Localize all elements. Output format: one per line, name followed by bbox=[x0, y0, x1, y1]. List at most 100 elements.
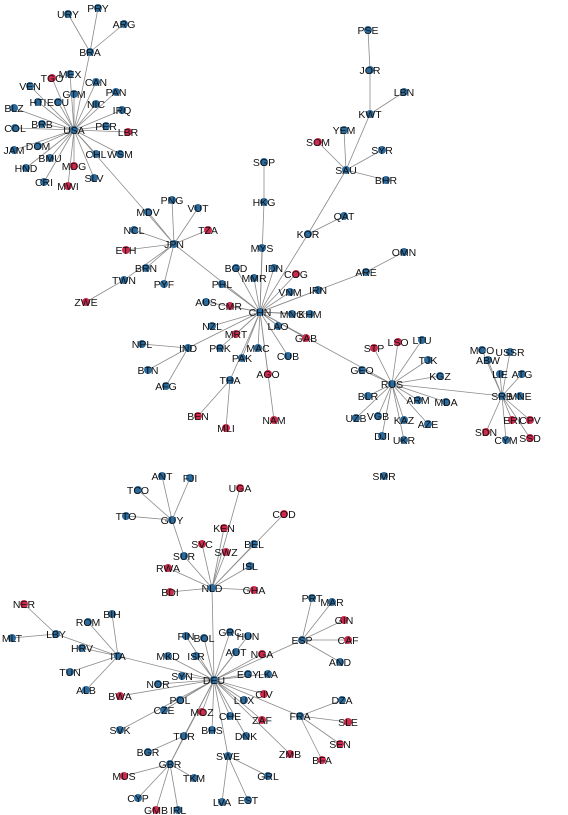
node-marker bbox=[84, 618, 92, 626]
node-mne: MNE bbox=[508, 391, 531, 403]
edge-deu-cze bbox=[163, 679, 215, 711]
node-label: MLT bbox=[2, 633, 23, 645]
node-label: KOR bbox=[297, 229, 320, 241]
edge-jpn-pyf bbox=[163, 243, 175, 285]
node-label: JOR bbox=[360, 65, 381, 77]
node-label: PER bbox=[95, 121, 117, 133]
node-mng: MNG bbox=[280, 309, 305, 321]
node-label: ISL bbox=[242, 561, 258, 573]
node-dnk: DNK bbox=[235, 731, 257, 743]
edge-ind-npl bbox=[141, 343, 189, 349]
node-label: ABW bbox=[476, 355, 500, 367]
node-gin: GIN bbox=[335, 615, 354, 627]
node-label: ZWE bbox=[74, 297, 97, 309]
edge-usa-mwi bbox=[67, 129, 75, 187]
node-marker bbox=[352, 414, 360, 422]
node-marker bbox=[222, 424, 230, 432]
node-label: BWA bbox=[108, 691, 132, 703]
edge-jpn-twn bbox=[123, 243, 175, 281]
edge-usa-ecu bbox=[57, 101, 75, 131]
node-bra: BRA bbox=[79, 47, 101, 59]
node-label: GTM bbox=[62, 89, 85, 101]
edge-rus-ltu bbox=[391, 339, 423, 385]
edge-rus-kgz bbox=[391, 375, 441, 385]
node-marker bbox=[122, 512, 130, 520]
node-marker bbox=[232, 648, 240, 656]
edge-deu-zaf bbox=[213, 679, 263, 721]
node-label: GAB bbox=[295, 333, 317, 345]
edge-srb-sdn bbox=[485, 395, 503, 433]
node-kwt: KWT bbox=[358, 109, 382, 121]
edge-swe-lva bbox=[221, 755, 229, 803]
node-nam: NAM bbox=[262, 415, 285, 427]
edge-twn-zwe bbox=[85, 279, 125, 303]
node-tco: TCO bbox=[127, 485, 149, 497]
node-ner: NER bbox=[13, 599, 36, 611]
node-label: VNM bbox=[278, 287, 301, 299]
node-marker bbox=[226, 376, 234, 384]
node-tgo: TGO bbox=[41, 73, 64, 85]
node-label: WSM bbox=[107, 149, 133, 161]
node-gtm: GTM bbox=[62, 89, 85, 101]
node-rwa: RWA bbox=[156, 563, 180, 575]
node-aze: AZE bbox=[418, 419, 438, 431]
edge-rus-ukr bbox=[391, 383, 405, 441]
node-label: DOM bbox=[26, 141, 51, 153]
node-label: LSO bbox=[387, 337, 408, 349]
node-label: MKD bbox=[156, 651, 180, 663]
node-label: TUN bbox=[59, 667, 81, 679]
node-marker bbox=[258, 650, 266, 658]
node-marker bbox=[202, 298, 210, 306]
node-marker bbox=[270, 416, 278, 424]
node-tza: TZA bbox=[198, 225, 218, 237]
node-marker bbox=[274, 322, 282, 330]
edge-nld-sur bbox=[183, 555, 213, 589]
edge-chn-prk bbox=[219, 311, 261, 349]
node-marker bbox=[400, 416, 408, 424]
node-label: PYF bbox=[154, 279, 174, 291]
edge-layer bbox=[11, 7, 531, 811]
edge-guy-tto bbox=[125, 515, 173, 521]
node-marker bbox=[38, 120, 46, 128]
node-marker bbox=[254, 344, 262, 352]
node-som: SOM bbox=[306, 137, 330, 149]
edge-deu-dnk bbox=[213, 679, 247, 737]
edge-srb-cpv bbox=[501, 395, 531, 421]
node-label: SEN bbox=[329, 739, 351, 751]
edge-rus-uzb bbox=[355, 383, 393, 419]
node-marker bbox=[166, 588, 174, 596]
node-afg: AFG bbox=[155, 381, 177, 393]
node-irl: IRL bbox=[170, 805, 187, 815]
node-label: FRA bbox=[290, 711, 311, 723]
node-label: UZB bbox=[346, 413, 367, 425]
node-marker bbox=[82, 686, 90, 694]
node-label: USSR bbox=[495, 347, 525, 359]
node-marker bbox=[258, 716, 266, 724]
node-ant: ANT bbox=[152, 471, 174, 483]
edge-deu-svk bbox=[119, 679, 215, 731]
edge-fra-dza bbox=[299, 699, 343, 717]
node-marker bbox=[242, 732, 250, 740]
node-marker bbox=[338, 696, 346, 704]
edge-esp-and bbox=[301, 639, 341, 663]
node-label: POL bbox=[169, 695, 190, 707]
node-label: CRI bbox=[35, 177, 53, 189]
node-lbr: LBR bbox=[118, 127, 139, 139]
node-marker bbox=[288, 310, 296, 318]
node-label: ARE bbox=[355, 267, 377, 279]
node-marker bbox=[144, 208, 152, 216]
node-label: CYM bbox=[494, 435, 517, 447]
edge-rus-aze bbox=[391, 383, 429, 425]
node-label: USA bbox=[63, 125, 85, 137]
node-bih: BIH bbox=[103, 609, 121, 621]
edge-nld-rwa bbox=[167, 567, 213, 589]
edge-usa-irq bbox=[73, 109, 123, 131]
node-label: COL bbox=[4, 123, 26, 135]
node-marker bbox=[526, 416, 534, 424]
node-pry: PRY bbox=[87, 3, 108, 15]
edge-esp-gin bbox=[301, 619, 345, 641]
node-mmr: MMR bbox=[241, 273, 266, 285]
node-bmu: BMU bbox=[38, 153, 61, 165]
node-label: TGO bbox=[41, 73, 64, 85]
edge-nld-uga bbox=[211, 487, 241, 589]
